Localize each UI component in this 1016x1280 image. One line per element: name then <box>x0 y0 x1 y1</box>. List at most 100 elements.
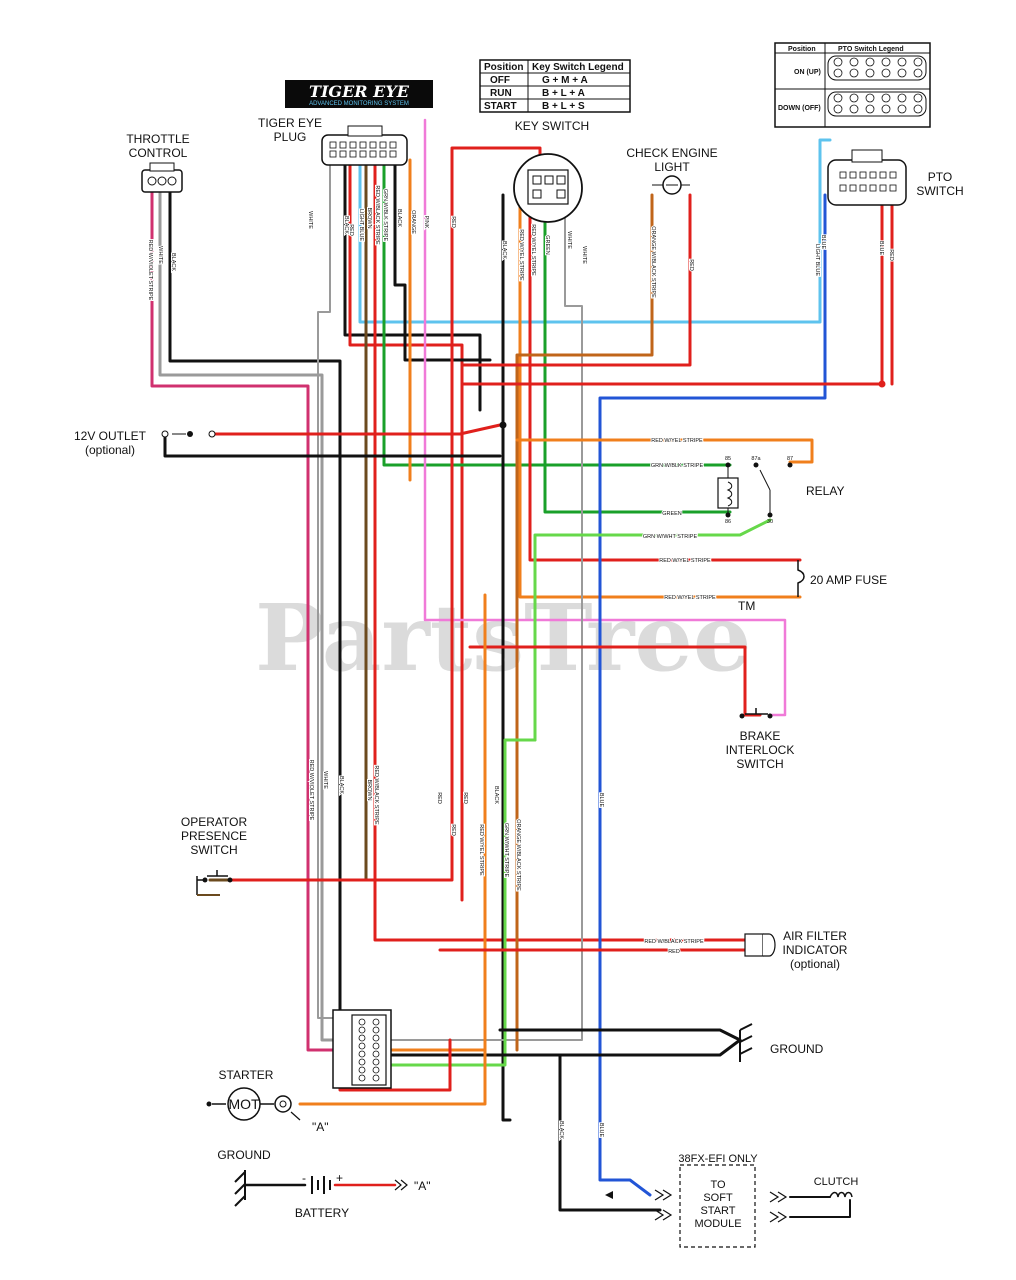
connector-pin <box>358 1018 366 1026</box>
wire-red-brake <box>468 645 762 717</box>
label-starter: STARTER <box>219 1068 274 1082</box>
connector-pin <box>358 1050 366 1058</box>
wire-label: RED <box>450 824 456 836</box>
wire-label: BLACK <box>558 1121 564 1139</box>
legend-key-h0: Position <box>484 62 523 73</box>
wire-orange-starter <box>298 1048 487 1106</box>
wire-green-key <box>543 193 732 514</box>
wire-red-main <box>228 228 454 882</box>
wire-label: RED W/YEL STRIPE <box>659 558 711 564</box>
air-filter-indicator <box>744 933 776 957</box>
wire-white-tiger <box>317 159 351 1019</box>
pto-pin <box>897 68 907 78</box>
wire-label: ORANGE W/BLACK STRIPE <box>515 819 521 891</box>
legend-key-h1: Key Switch Legend <box>532 62 624 73</box>
starter-motor: MOT <box>206 1087 301 1121</box>
key-switch-legend: Position Key Switch Legend OFF G + M + A… <box>479 59 631 133</box>
label-ground-left: GROUND <box>217 1148 271 1162</box>
legend-key-r1c1: B + L + A <box>542 88 585 99</box>
wire-label: WHITE <box>307 211 313 229</box>
wire-label: ORANGE W/BLACK STRIPE <box>650 226 656 298</box>
wire-black-clutch-2 <box>789 1199 851 1218</box>
relay-pin-label: 87 <box>787 456 793 462</box>
wire-label: BLUE <box>598 793 604 808</box>
label-efi-only: 38FX-EFI ONLY <box>678 1153 758 1165</box>
pto-pin <box>913 93 923 103</box>
trademark: TM <box>738 599 755 613</box>
wire-red-outlet <box>210 423 502 436</box>
legend-key-r2c1: B + L + S <box>542 101 585 112</box>
legend-key-r0c0: OFF <box>490 75 510 86</box>
pto-pin <box>833 104 843 114</box>
wire-black-key <box>501 193 512 1122</box>
pto-pin <box>881 57 891 67</box>
relay-pin-label: 86 <box>725 519 731 525</box>
wire-label: WHITE <box>581 246 587 264</box>
legend-key-r1c0: RUN <box>490 88 512 99</box>
wire-label: BLACK <box>170 253 176 271</box>
pto-pin <box>833 93 843 103</box>
brake-interlock-switch <box>739 708 773 719</box>
wire-label: ORANGE <box>410 210 416 234</box>
pto-pin <box>865 68 875 78</box>
legend-pto-r1: DOWN (OFF) <box>778 105 821 112</box>
connector-pin <box>372 1034 380 1042</box>
connector-pin <box>358 1058 366 1066</box>
label-fuse: 20 AMP FUSE <box>810 573 887 587</box>
wire-light-blue <box>358 138 832 324</box>
ground-symbol-right <box>739 1023 753 1062</box>
splice-dot <box>878 380 886 388</box>
pto-pin <box>913 68 923 78</box>
clutch-coil <box>829 1191 853 1198</box>
relay <box>717 462 793 518</box>
svg-text:+: + <box>336 1171 343 1185</box>
pto-pin-grid <box>827 55 927 117</box>
wire-red-cel <box>460 193 692 367</box>
wire-grn-black <box>382 158 732 467</box>
label-a-ref2: "A" <box>414 1179 431 1193</box>
wire-red-yel-2 <box>528 193 802 562</box>
wire-orange-black <box>515 193 654 1052</box>
operator-presence-switch <box>196 870 233 896</box>
wire-label: BLACK <box>343 216 349 234</box>
legend-key-r2c0: START <box>484 101 517 112</box>
wire-label: GRN W/BLK STRIPE <box>651 463 704 469</box>
relay-pin-label: 30 <box>767 519 773 525</box>
wire-label: RED W/BLACK STRIPE <box>374 185 380 245</box>
pto-switch-connector <box>827 149 907 206</box>
connector-pin <box>372 1058 380 1066</box>
label-outlet: 12V OUTLET(optional) <box>74 429 147 457</box>
pto-pin <box>865 104 875 114</box>
svg-text:ADVANCED MONITORING SYSTEM: ADVANCED MONITORING SYSTEM <box>309 101 409 107</box>
wire-grn-wht <box>533 518 772 742</box>
wire-label: GREEN <box>662 511 682 517</box>
wire-label: LIGHT BLUE <box>358 209 364 241</box>
pto-pin <box>897 93 907 103</box>
wire-brown <box>208 158 368 882</box>
wire-label: BLACK <box>338 776 344 794</box>
wire-red-yel-relay <box>515 438 814 464</box>
connector-pin <box>372 1026 380 1034</box>
connector-pin <box>358 1034 366 1042</box>
wire-grn-wht-down <box>358 738 537 1067</box>
label-relay: RELAY <box>806 484 844 498</box>
label-ground-right: GROUND <box>770 1042 824 1056</box>
connector-pin <box>358 1066 366 1074</box>
wire-black-tiger <box>343 158 482 412</box>
connector-pin <box>372 1042 380 1050</box>
wire-label: RED W/YEL STRIPE <box>664 595 716 601</box>
relay-pin-label: 87a <box>751 456 761 462</box>
connector-pin <box>372 1050 380 1058</box>
ground-symbol-left <box>234 1170 246 1207</box>
wire-label: GREEN <box>544 235 550 255</box>
wire-label: RED W/YEL STRIPE <box>478 824 484 876</box>
pto-pin <box>865 93 875 103</box>
connector-pin <box>358 1042 366 1050</box>
wire-label: BLUE <box>598 1123 604 1138</box>
label-battery: BATTERY <box>295 1206 349 1220</box>
